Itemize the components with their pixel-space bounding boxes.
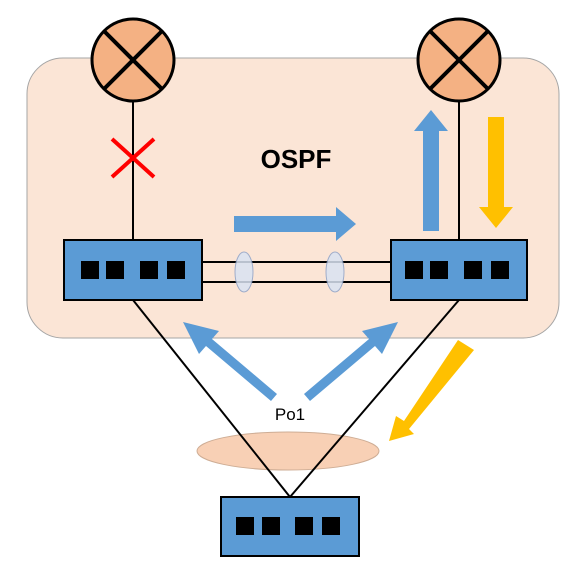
port-channel-label: Po1 <box>275 405 305 424</box>
link-bottom-to-right <box>289 299 460 498</box>
blue-arrow-right-icon <box>234 207 356 241</box>
switch-bottom <box>220 496 360 557</box>
link-bottom-to-left <box>132 299 291 498</box>
blue-arrow-up-icon <box>414 110 448 231</box>
switch-left <box>63 239 203 301</box>
link-down-x-icon <box>110 137 156 179</box>
blue-arrow-upright-icon <box>304 322 398 401</box>
switch-right <box>390 239 528 301</box>
yellow-arrow-down-icon <box>479 117 513 228</box>
bundle-ellipse-right <box>325 251 345 293</box>
port-channel-ellipse <box>196 431 380 471</box>
blue-arrow-upleft-icon <box>183 322 277 401</box>
router-left <box>90 17 176 103</box>
router-right <box>416 17 502 103</box>
yellow-arrow-downleft-icon <box>389 340 474 441</box>
ospf-area-label: OSPF <box>261 144 332 174</box>
bundle-ellipse-left <box>234 251 254 293</box>
